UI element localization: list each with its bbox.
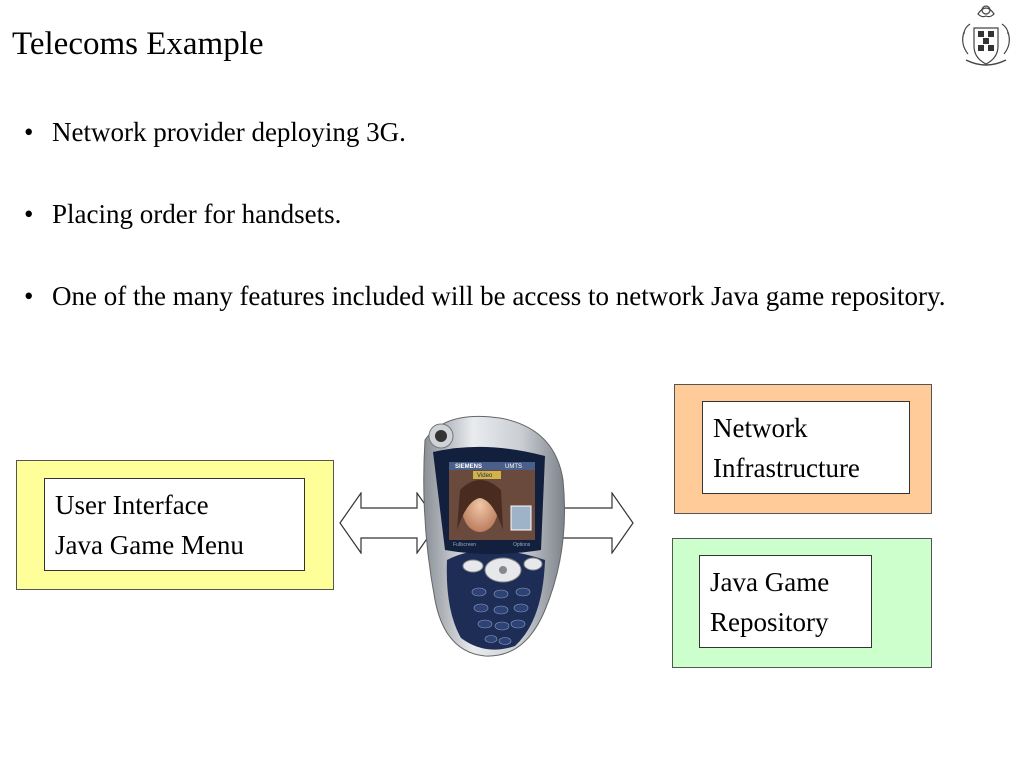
ui-line-1: User Interface [55, 490, 209, 520]
bullet-item: One of the many features included will b… [24, 276, 984, 317]
ui-line-2: Java Game Menu [55, 530, 244, 560]
svg-text:Fullscreen: Fullscreen [453, 542, 476, 548]
crest-icon [962, 5, 1010, 66]
svg-text:SIEMENS: SIEMENS [455, 464, 482, 470]
bullet-item: Placing order for handsets. [24, 194, 984, 235]
bullet-item: Network provider deploying 3G. [24, 112, 984, 153]
repo-line-2: Repository [710, 607, 829, 637]
user-interface-label: User Interface Java Game Menu [44, 478, 305, 571]
java-game-repository-label: Java Game Repository [699, 555, 872, 648]
bullet-list: Network provider deploying 3G. Placing o… [24, 112, 984, 358]
svg-text:UMTS: UMTS [505, 464, 522, 470]
network-line-1: Network [713, 413, 808, 443]
network-line-2: Infrastructure [713, 453, 860, 483]
network-infrastructure-label: Network Infrastructure [702, 401, 910, 494]
svg-text:Options: Options [513, 542, 531, 548]
slide-title: Telecoms Example [12, 26, 264, 62]
svg-text:Video: Video [477, 473, 493, 479]
repo-line-1: Java Game [710, 567, 830, 597]
mobile-phone-icon: SIEMENS UMTS Video Fullscreen Options [423, 415, 565, 657]
